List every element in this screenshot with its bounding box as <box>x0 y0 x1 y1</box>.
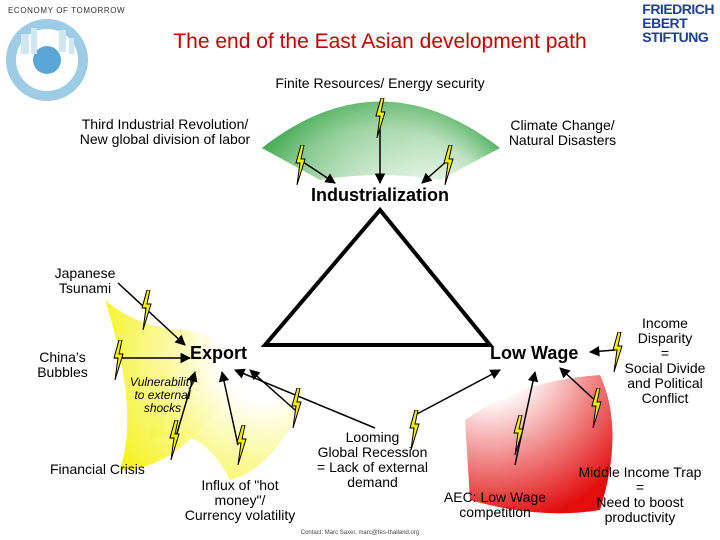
income-disparity-label: Income Disparity = Social Divide and Pol… <box>624 315 706 406</box>
triangle <box>260 206 495 347</box>
series-label: ECONOMY OF TOMORROW <box>8 6 126 15</box>
page-title: The end of the East Asian development pa… <box>173 30 587 53</box>
climate-change-label: Climate Change/ Natural Disasters <box>508 117 617 148</box>
contact-footer: Contact: Marc Saxer, marc@fes-thailand.o… <box>300 530 420 536</box>
finite-resources-label: Finite Resources/ Energy security <box>275 75 485 91</box>
aec-label: AEC: Low Wage competition <box>443 489 547 520</box>
economy-of-tomorrow-logo <box>6 19 88 101</box>
yellow-sector-body <box>150 330 300 480</box>
industrialization-node: Industrialization <box>310 185 449 205</box>
japanese-tsunami-label: Japanese Tsunami <box>54 265 116 296</box>
financial-crisis-label: Financial Crisis <box>50 461 145 477</box>
china-bubbles-label: China’s Bubbles <box>37 349 88 380</box>
low-wage-node: Low Wage <box>490 343 579 363</box>
hot-money-label: Influx of "hot money"/ Currency volatili… <box>184 477 296 523</box>
org-logo: FRIEDRICH EBERT STIFTUNG <box>642 1 714 45</box>
global-recession-label: Looming Global Recession = Lack of exter… <box>317 429 428 490</box>
third-industrial-revolution-label: Third Industrial Revolution/ New global … <box>79 116 251 147</box>
middle-income-trap-label: Middle Income Trap = Need to boost produ… <box>578 464 702 525</box>
arrows <box>115 120 616 466</box>
red-sector <box>465 375 613 514</box>
export-node: Export <box>190 343 248 363</box>
green-sector-shade <box>262 101 500 180</box>
vulnerability-label: Vulnerability to external shocks <box>129 375 196 415</box>
